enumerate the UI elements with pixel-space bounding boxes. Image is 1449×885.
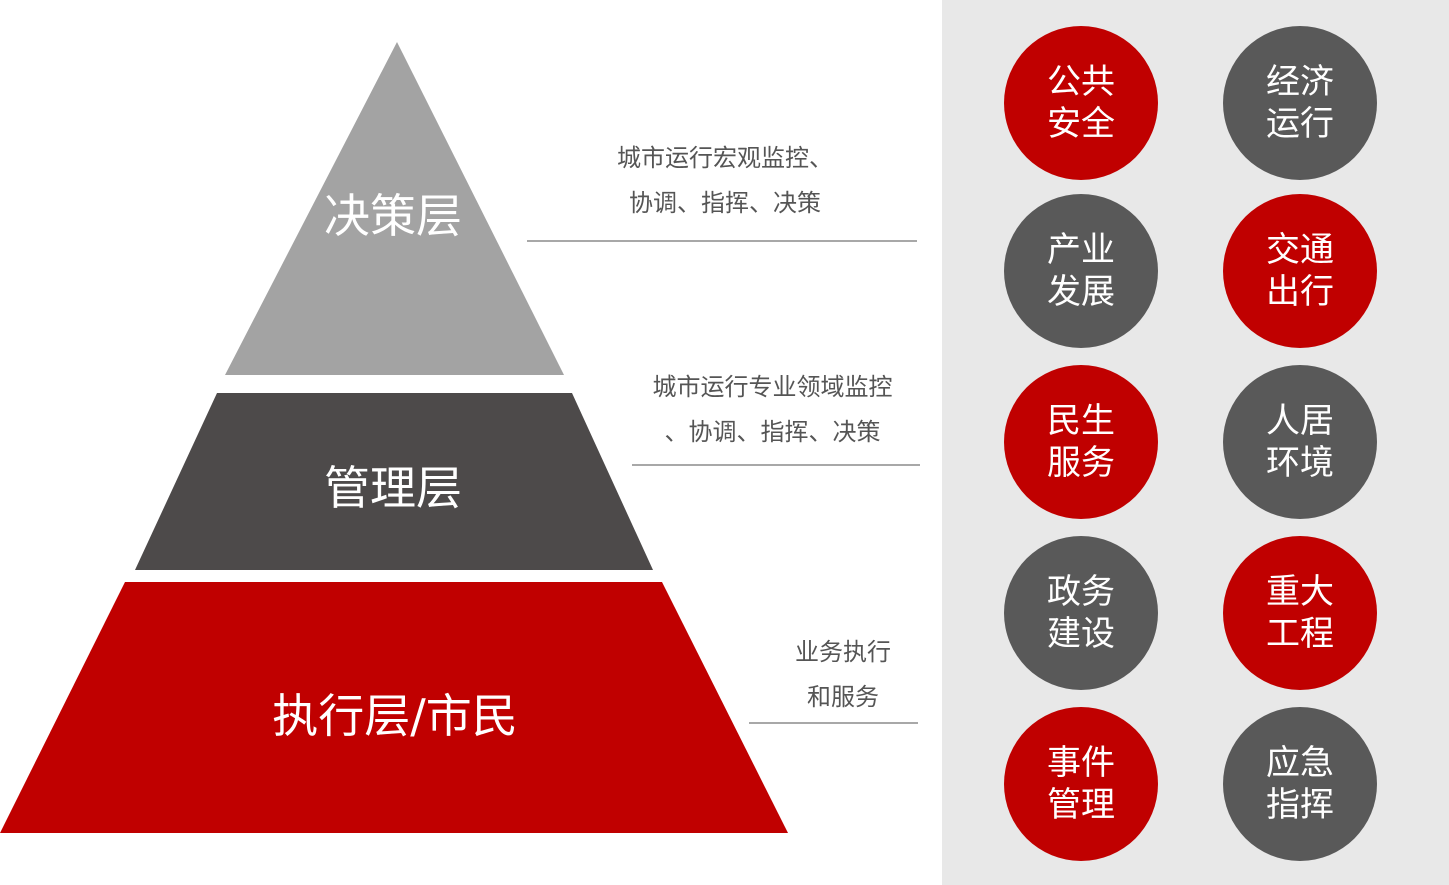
- domain-label-line: 重大: [1266, 572, 1334, 612]
- pyramid: [0, 42, 788, 833]
- domain-label-line: 工程: [1266, 614, 1334, 654]
- domain-circle: 事件管理: [1004, 707, 1158, 861]
- pyramid-top-decision: [225, 42, 564, 375]
- desc-line: 城市运行宏观监控、: [617, 144, 833, 172]
- domain-label-line: 建设: [1047, 614, 1115, 654]
- domain-label-line: 经济: [1266, 62, 1334, 102]
- pyramid-middle-management: [135, 393, 653, 570]
- divider: [749, 722, 918, 724]
- domain-label-line: 环境: [1266, 443, 1334, 483]
- domain-label-line: 民生: [1047, 401, 1115, 441]
- execution-description: 业务执行 和服务: [763, 630, 923, 720]
- domain-label-line: 交通: [1266, 230, 1334, 270]
- management-description: 城市运行专业领域监控 、协调、指挥、决策: [630, 365, 915, 455]
- domain-label-line: 指挥: [1266, 785, 1334, 825]
- domain-label-line: 发展: [1047, 272, 1115, 312]
- desc-line: 业务执行: [795, 638, 891, 666]
- pyramid-bottom-execution: [0, 582, 788, 833]
- domain-label-line: 出行: [1266, 272, 1334, 312]
- domain-circle: 产业发展: [1004, 194, 1158, 348]
- layer-label-management: 管理层: [324, 461, 462, 515]
- divider: [527, 240, 917, 242]
- domain-label-line: 管理: [1047, 785, 1115, 825]
- domain-circle: 政务建设: [1004, 536, 1158, 690]
- domain-circle: 人居环境: [1223, 365, 1377, 519]
- domain-label-line: 公共: [1047, 62, 1115, 102]
- domain-label-line: 安全: [1047, 104, 1115, 144]
- domain-circle: 重大工程: [1223, 536, 1377, 690]
- domain-label-line: 运行: [1266, 104, 1334, 144]
- domain-circle: 民生服务: [1004, 365, 1158, 519]
- domain-circle: 公共安全: [1004, 26, 1158, 180]
- desc-line: 城市运行专业领域监控: [652, 373, 893, 401]
- domain-label-line: 人居: [1266, 401, 1334, 441]
- domain-circle: 经济运行: [1223, 26, 1377, 180]
- domain-circle: 交通出行: [1223, 194, 1377, 348]
- domain-label-line: 服务: [1047, 443, 1115, 483]
- decision-description: 城市运行宏观监控、 协调、指挥、决策: [600, 136, 850, 226]
- layer-label-decision: 决策层: [324, 189, 462, 243]
- layer-label-execution: 执行层/市民: [272, 689, 518, 743]
- domain-label-line: 产业: [1047, 230, 1115, 270]
- domain-label-line: 事件: [1047, 743, 1115, 783]
- domain-label-line: 政务: [1047, 572, 1115, 612]
- domain-label-line: 应急: [1266, 743, 1334, 783]
- divider: [632, 464, 920, 466]
- desc-line: 协调、指挥、决策: [629, 189, 821, 217]
- desc-line: 和服务: [807, 683, 879, 711]
- domain-circle: 应急指挥: [1223, 707, 1377, 861]
- desc-line: 、协调、指挥、决策: [664, 418, 881, 446]
